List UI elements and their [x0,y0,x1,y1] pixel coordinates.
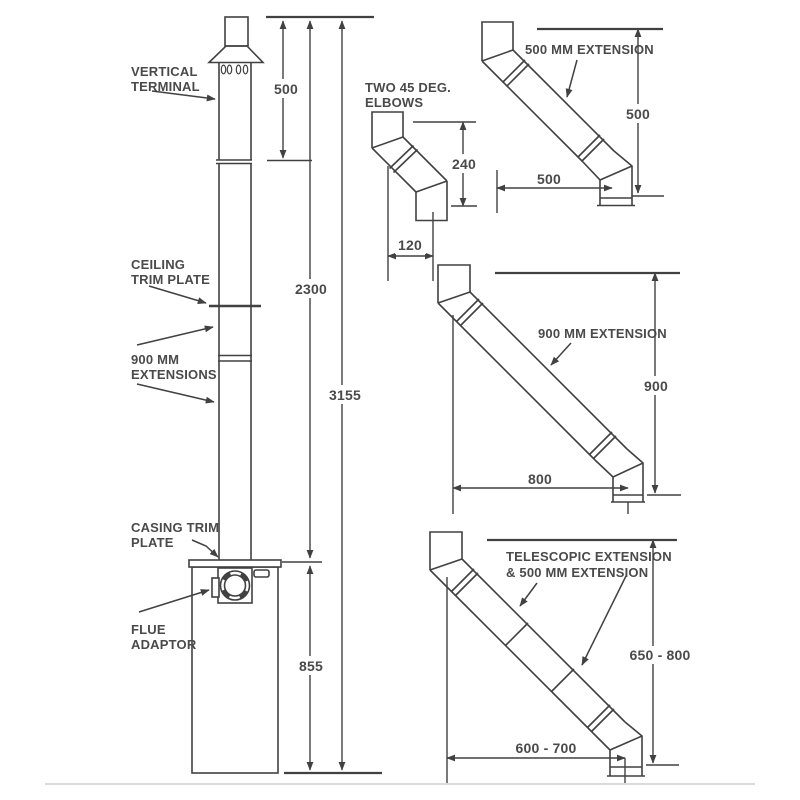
dim-casing-height: 855 [299,658,323,674]
ext500-bottom-collar [597,197,635,207]
telescopic-extension-figure: TELESCOPIC EXTENSION & 500 MM EXTENSION … [429,531,691,784]
extensions-900-pointer-upper [136,325,214,346]
dim-total-height: 3155 [329,387,361,403]
ext900-bottom-collar [611,494,645,503]
tele-dim-horizontal: 600 - 700 [516,740,577,756]
tele-label-line2: & 500 MM EXTENSION [506,565,648,580]
terminal-body [218,62,252,160]
ext500-diagonal [481,49,615,163]
vertical-terminal-label-line2: TERMINAL [131,79,200,94]
ext900-lower-miter [612,462,644,478]
elbow-top-pipe [371,111,404,148]
tele-pointer-lower [581,575,627,666]
tele-joint-mid1 [504,622,529,647]
casing-badge [253,569,270,578]
elbow-bottom-pipe [415,181,448,222]
left-assembly: VERTICAL TERMINAL CEILING TRIM PLATE 900… [131,15,382,775]
elbow-lower-miter [415,180,448,193]
ext900-dim-horizontal: 800 [528,471,552,487]
tele-joint-upper [450,568,479,597]
casing-trim-plate-pointer [191,539,219,558]
elbow-dim-extensions [387,166,434,281]
ext900-joint-lower [588,431,617,460]
tele-diagonal [429,558,626,734]
ext500-dim-horizontal: 500 [537,171,561,187]
flue-adaptor-box [217,567,253,604]
500mm-extension-figure: 500 MM EXTENSION 500 500 [481,21,664,213]
900mm-extension-figure: 900 MM EXTENSION 900 800 [437,264,681,514]
flue-adaptor-label-line2: ADAPTOR [131,637,197,652]
ext900-joint-upper [455,298,484,327]
elbow-diagonal [371,136,448,193]
casing-trim-plate [188,559,282,568]
elbow-dim-horizontal: 120 [398,237,422,253]
two-45-elbows-figure: TWO 45 DEG. ELBOWS 240 120 [365,80,480,281]
flue-adaptor-tab [211,577,220,598]
ext500-dim-vertical: 500 [626,106,650,122]
terminal-vent-holes [220,64,249,75]
dim-flue-above-casing: 2300 [295,281,327,297]
elbows-label-line1: TWO 45 DEG. [365,80,451,95]
flue-adaptor-outer-ring [219,570,251,601]
ceiling-trim-plate-label-line1: CEILING [131,257,185,272]
flue-pipe [218,163,252,568]
ext900-bottom-elbow [594,448,644,502]
ext900-diagonal [437,291,628,461]
elbow-joint-lines [388,144,419,174]
tele-top-pipe [429,531,463,570]
ext900-top-pipe [437,264,471,303]
ext900-label: 900 MM EXTENSION [538,326,667,341]
ceiling-trim-plate-pointer [148,285,207,305]
ext500-label: 500 MM EXTENSION [525,42,654,57]
extensions-900-label-line1: 900 MM [131,352,179,367]
ceiling-trim-plate-label-line2: TRIM PLATE [131,272,210,287]
ext900-upper-miter [437,291,471,304]
tele-joint-mid2 [550,668,575,693]
flue-adaptor-pointer [138,589,210,613]
ext500-joint-upper [501,59,530,88]
flue-adaptor-inner-ring [223,574,247,597]
tele-upper-miter [429,558,463,571]
ext500-joint-lower [576,134,605,163]
casing-trim-plate-label-line1: CASING TRIM [131,520,219,535]
vertical-terminal-pointer [151,90,216,102]
extensions-900-pointer-lower [136,383,215,404]
tele-pointer-upper [519,582,538,607]
ext500-upper-miter [481,49,514,62]
tele-bottom-collar [607,766,645,777]
elbow-dim-vertical: 240 [452,156,476,172]
ext900-dim-vertical: 900 [644,378,668,394]
tele-bottom-elbow [592,721,643,776]
tele-dim-vertical: 650 - 800 [630,647,691,663]
pipe-joint [218,354,252,362]
ext500-lower-miter [599,165,633,181]
ext500-top-pipe [481,21,514,61]
terminal-joint [216,159,252,165]
ext500-pointer [565,59,578,98]
elbows-label-line2: ELBOWS [365,95,423,110]
elbow-upper-miter [371,136,404,149]
terminal-stub [224,16,249,47]
tele-lower-miter [609,735,643,751]
ext900-pointer [550,342,572,366]
tele-joint-lower [586,704,615,733]
casing-trim-plate-label-line2: PLATE [131,535,174,550]
terminal-hat [207,45,265,64]
flue-adaptor-label-line1: FLUE [131,622,166,637]
tele-label-line1: TELESCOPIC EXTENSION [506,549,672,564]
extensions-900-label-line2: EXTENSIONS [131,367,217,382]
vertical-terminal-label-line1: VERTICAL [131,64,198,79]
dim-terminal-height: 500 [274,81,298,97]
